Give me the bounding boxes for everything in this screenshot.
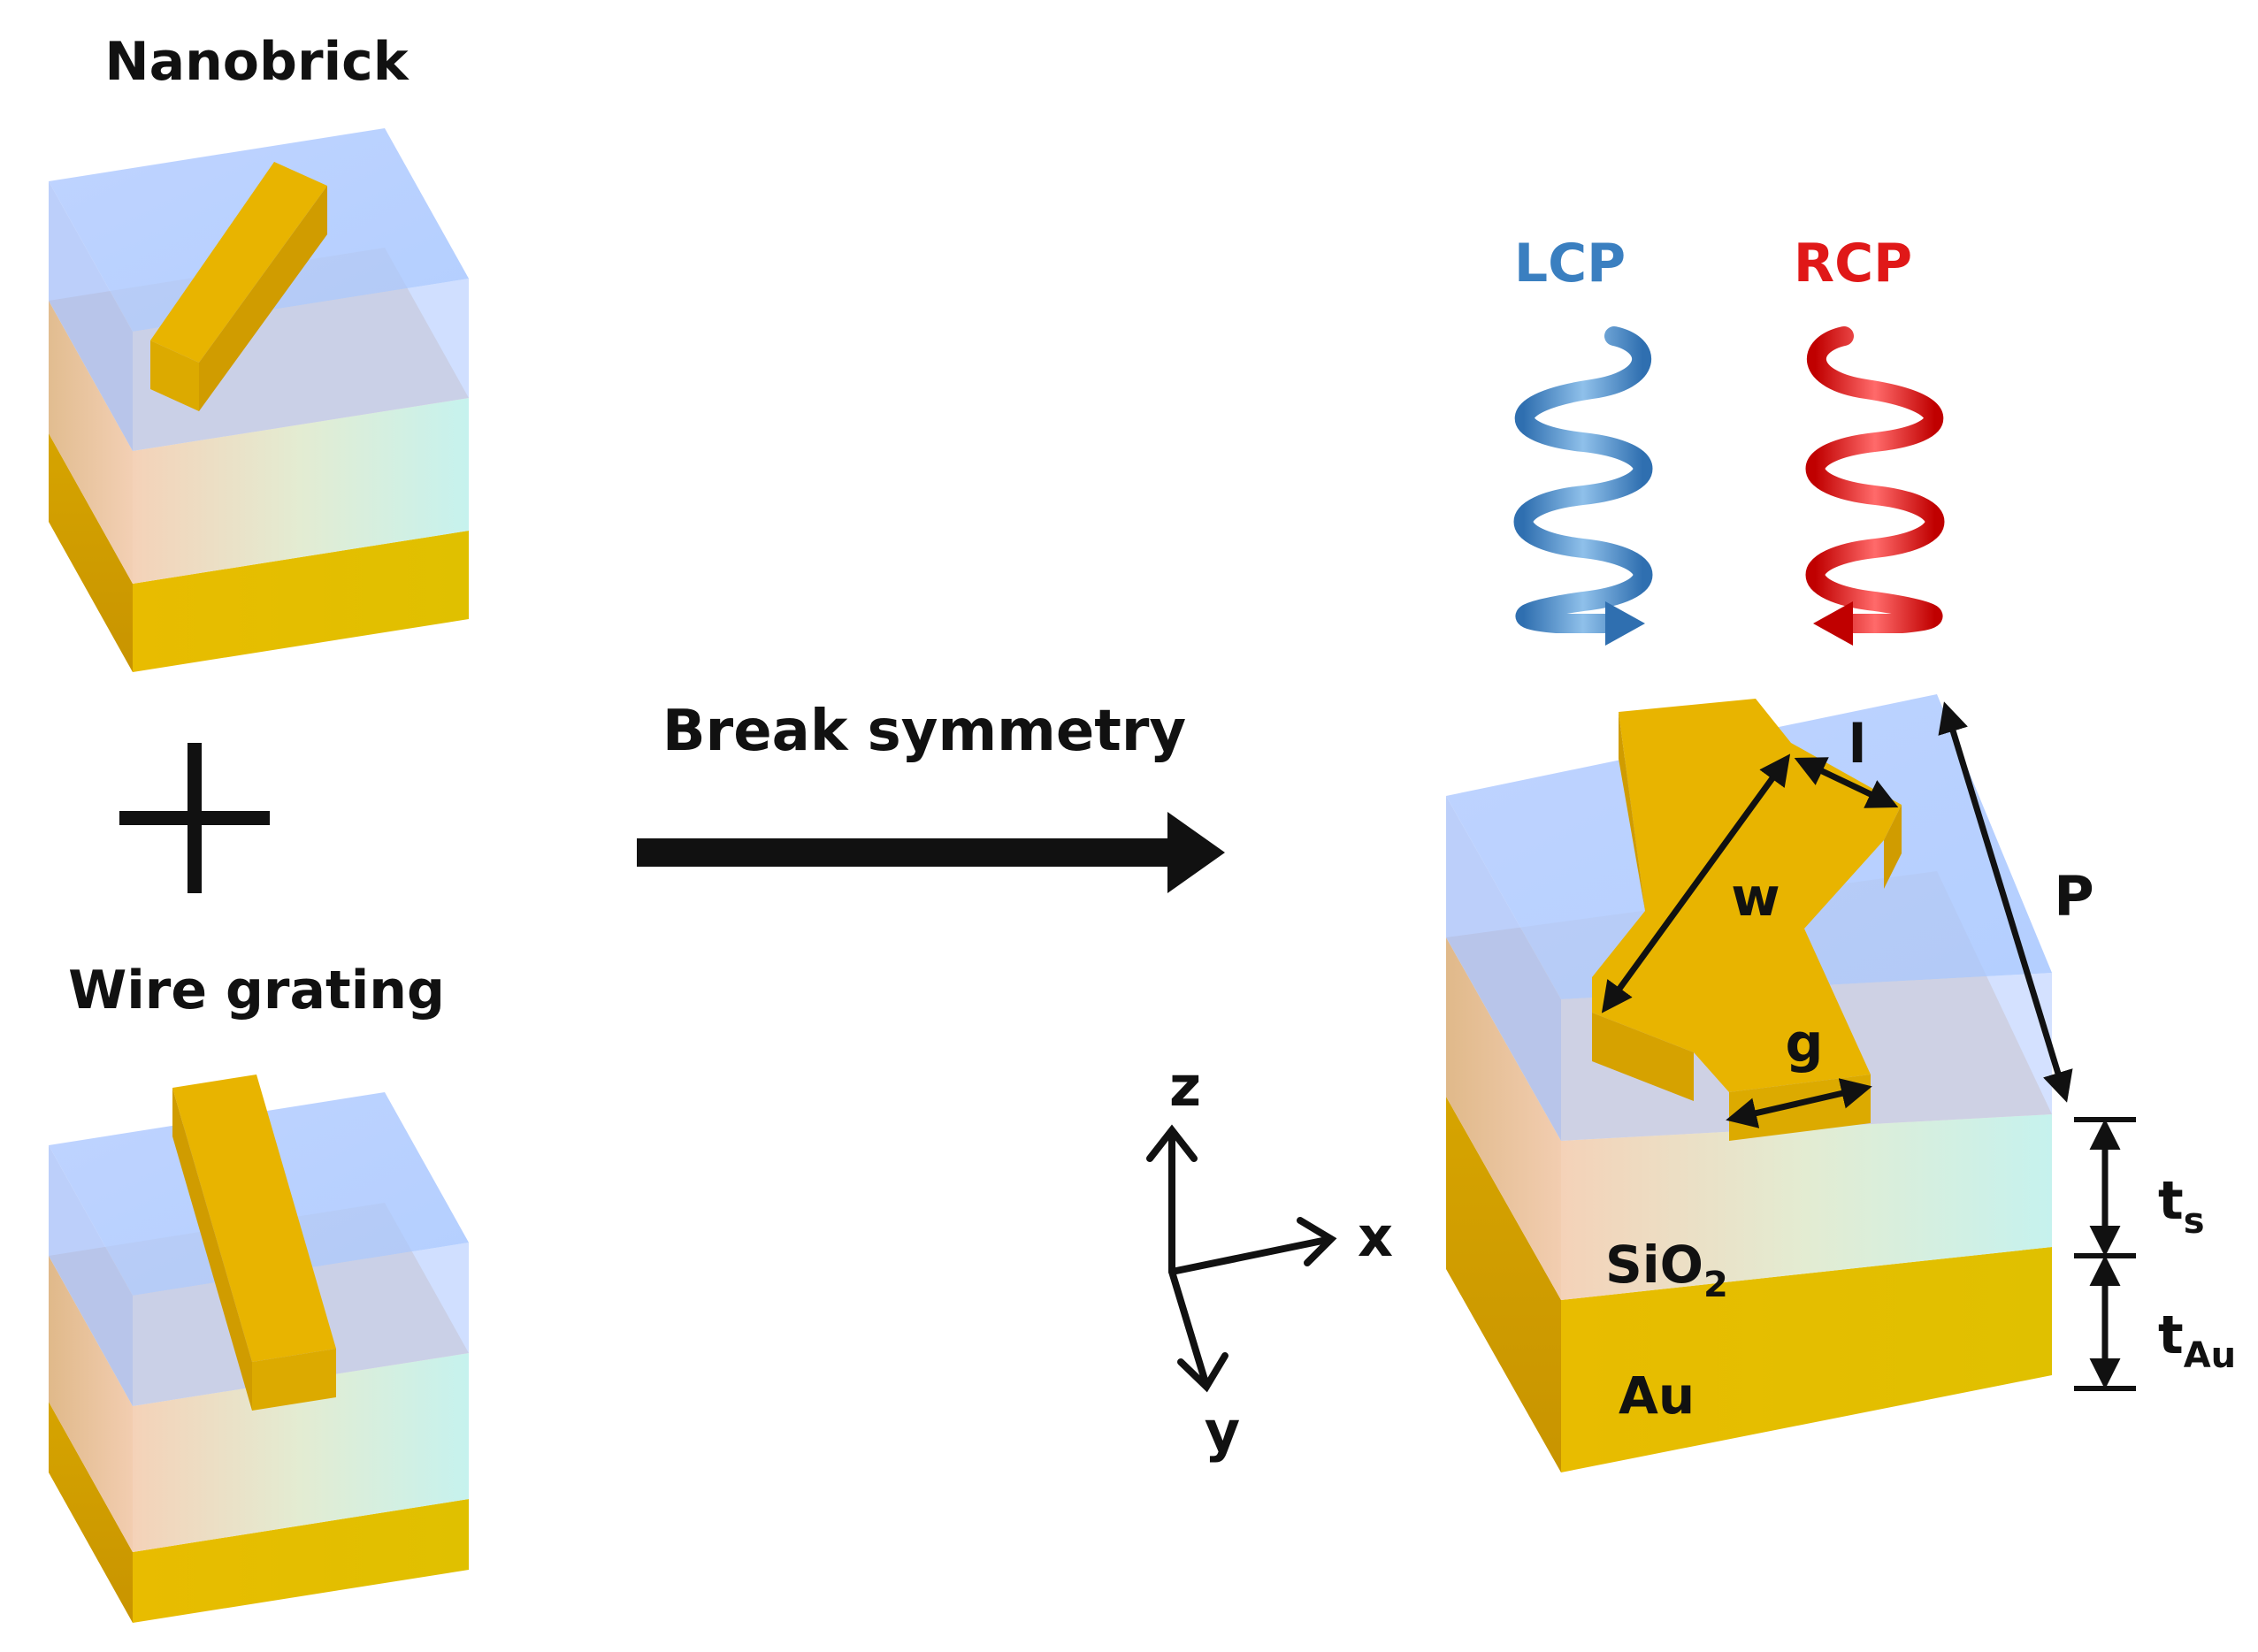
x-axis-arrow bbox=[1168, 1236, 1330, 1275]
lcp-helix-icon bbox=[1513, 326, 1653, 646]
w-dimension-arrow bbox=[1601, 753, 1791, 1013]
wire-side bbox=[172, 1088, 252, 1411]
superstrate-side bbox=[1446, 796, 1561, 1141]
y-axis-arrow bbox=[1168, 1268, 1208, 1383]
au-label: Au bbox=[1619, 1365, 1695, 1426]
metasurface-unit-cell bbox=[1446, 694, 2052, 1472]
plus-sign bbox=[119, 743, 270, 893]
z-axis-label: z bbox=[1169, 1054, 1201, 1119]
p-label: P bbox=[2054, 864, 2093, 929]
tau-label: tAu bbox=[2158, 1304, 2236, 1376]
tau-sub: Au bbox=[2184, 1335, 2236, 1376]
au-side-face bbox=[49, 433, 133, 672]
nanobrick-top bbox=[150, 162, 327, 363]
structure-side-right bbox=[1884, 805, 1902, 889]
nanobrick-front bbox=[150, 340, 199, 411]
y-axis-label: y bbox=[1205, 1399, 1240, 1464]
x-axis-label: x bbox=[1358, 1205, 1393, 1269]
wire-front bbox=[252, 1349, 336, 1411]
coordinate-axes bbox=[1146, 1124, 1337, 1393]
wire-grating-label: Wire grating bbox=[68, 960, 445, 1021]
sio2-side-face bbox=[1446, 937, 1561, 1300]
au-front-face bbox=[1561, 1247, 2052, 1472]
rcp-label: RCP bbox=[1794, 233, 1912, 294]
ts-label: ts bbox=[2158, 1170, 2205, 1242]
tau-main: t bbox=[2158, 1304, 2184, 1366]
wire-grating-cube bbox=[49, 1075, 469, 1623]
ts-main: t bbox=[2158, 1170, 2184, 1232]
l-dimension-arrow bbox=[1794, 757, 1899, 808]
ts-sub: s bbox=[2184, 1201, 2205, 1242]
au-side-face bbox=[1446, 1097, 1561, 1472]
dimension-arrows bbox=[1601, 701, 2136, 1391]
break-symmetry-arrow bbox=[637, 812, 1225, 893]
g-label: g bbox=[1786, 1013, 1824, 1075]
nanobrick-side bbox=[199, 186, 327, 411]
lcp-label: LCP bbox=[1514, 233, 1626, 294]
p-dimension-arrow bbox=[1938, 701, 2073, 1103]
nanobrick-cube bbox=[49, 128, 469, 672]
rcp-helix-icon bbox=[1805, 326, 1945, 646]
sio2-sub: 2 bbox=[1703, 1265, 1728, 1305]
sio2-front-face bbox=[133, 398, 469, 584]
l-label: l bbox=[1848, 714, 1867, 776]
g-dimension-arrow bbox=[1726, 1078, 1872, 1128]
nanobrick-label: Nanobrick bbox=[104, 31, 410, 93]
sio2-label: SiO2 bbox=[1605, 1235, 1728, 1305]
break-symmetry-label: Break symmetry bbox=[662, 699, 1186, 764]
sio2-side-face bbox=[49, 301, 133, 584]
structure-front-left bbox=[1592, 1013, 1694, 1101]
sio2-main: SiO bbox=[1605, 1235, 1703, 1295]
superstrate-side bbox=[49, 181, 133, 451]
sio2-front-face bbox=[1561, 1114, 2052, 1300]
w-label: w bbox=[1731, 867, 1780, 929]
wire-top bbox=[172, 1075, 336, 1362]
au-front-face bbox=[133, 531, 469, 672]
